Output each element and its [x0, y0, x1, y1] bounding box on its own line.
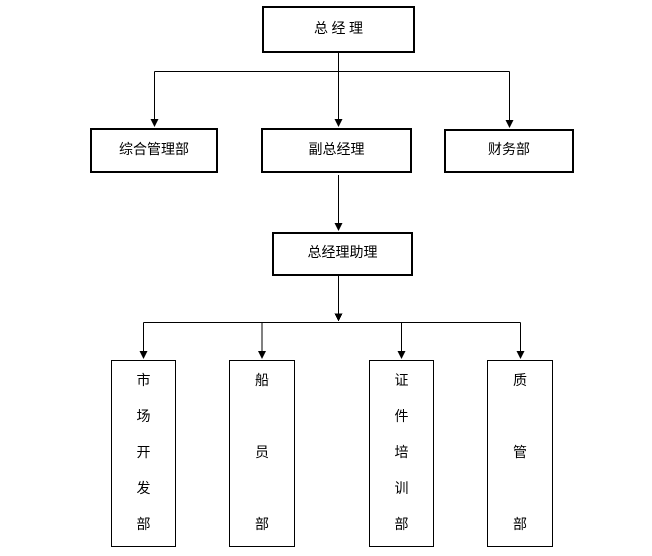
node-gm-assistant: 总经理助理 [272, 232, 413, 276]
vertical-label-char: 开 [136, 446, 151, 461]
vertical-label-char: 件 [394, 410, 409, 425]
vertical-label-char: 培 [394, 446, 409, 461]
vertical-label-char: 场 [136, 410, 151, 425]
vertical-label-char: 船 [255, 374, 269, 389]
vertical-label-char: 部 [394, 518, 409, 533]
node-finance-dept: 财务部 [444, 129, 574, 173]
vertical-label-char: 员 [255, 446, 269, 461]
vertical-label-char: 训 [394, 482, 409, 497]
node-deputy-gm: 副总经理 [261, 128, 412, 173]
vertical-label-char: 质 [513, 374, 527, 389]
vertical-label-char: 市 [136, 374, 151, 389]
vertical-label-char: 管 [513, 446, 527, 461]
vertical-label-char: 发 [136, 482, 151, 497]
node-general-manager: 总 经 理 [262, 6, 415, 53]
node-quality-dept: 质管部 [487, 360, 553, 547]
node-admin-dept: 综合管理部 [90, 128, 218, 173]
vertical-label-char: 部 [513, 518, 527, 533]
node-crew-dept: 船员部 [229, 360, 295, 547]
node-market-dev-dept: 市场开发部 [111, 360, 176, 547]
vertical-label-char: 部 [255, 518, 269, 533]
node-cert-training-dept: 证件培训部 [369, 360, 434, 547]
vertical-label-char: 证 [394, 374, 409, 389]
vertical-label-char: 部 [136, 518, 151, 533]
